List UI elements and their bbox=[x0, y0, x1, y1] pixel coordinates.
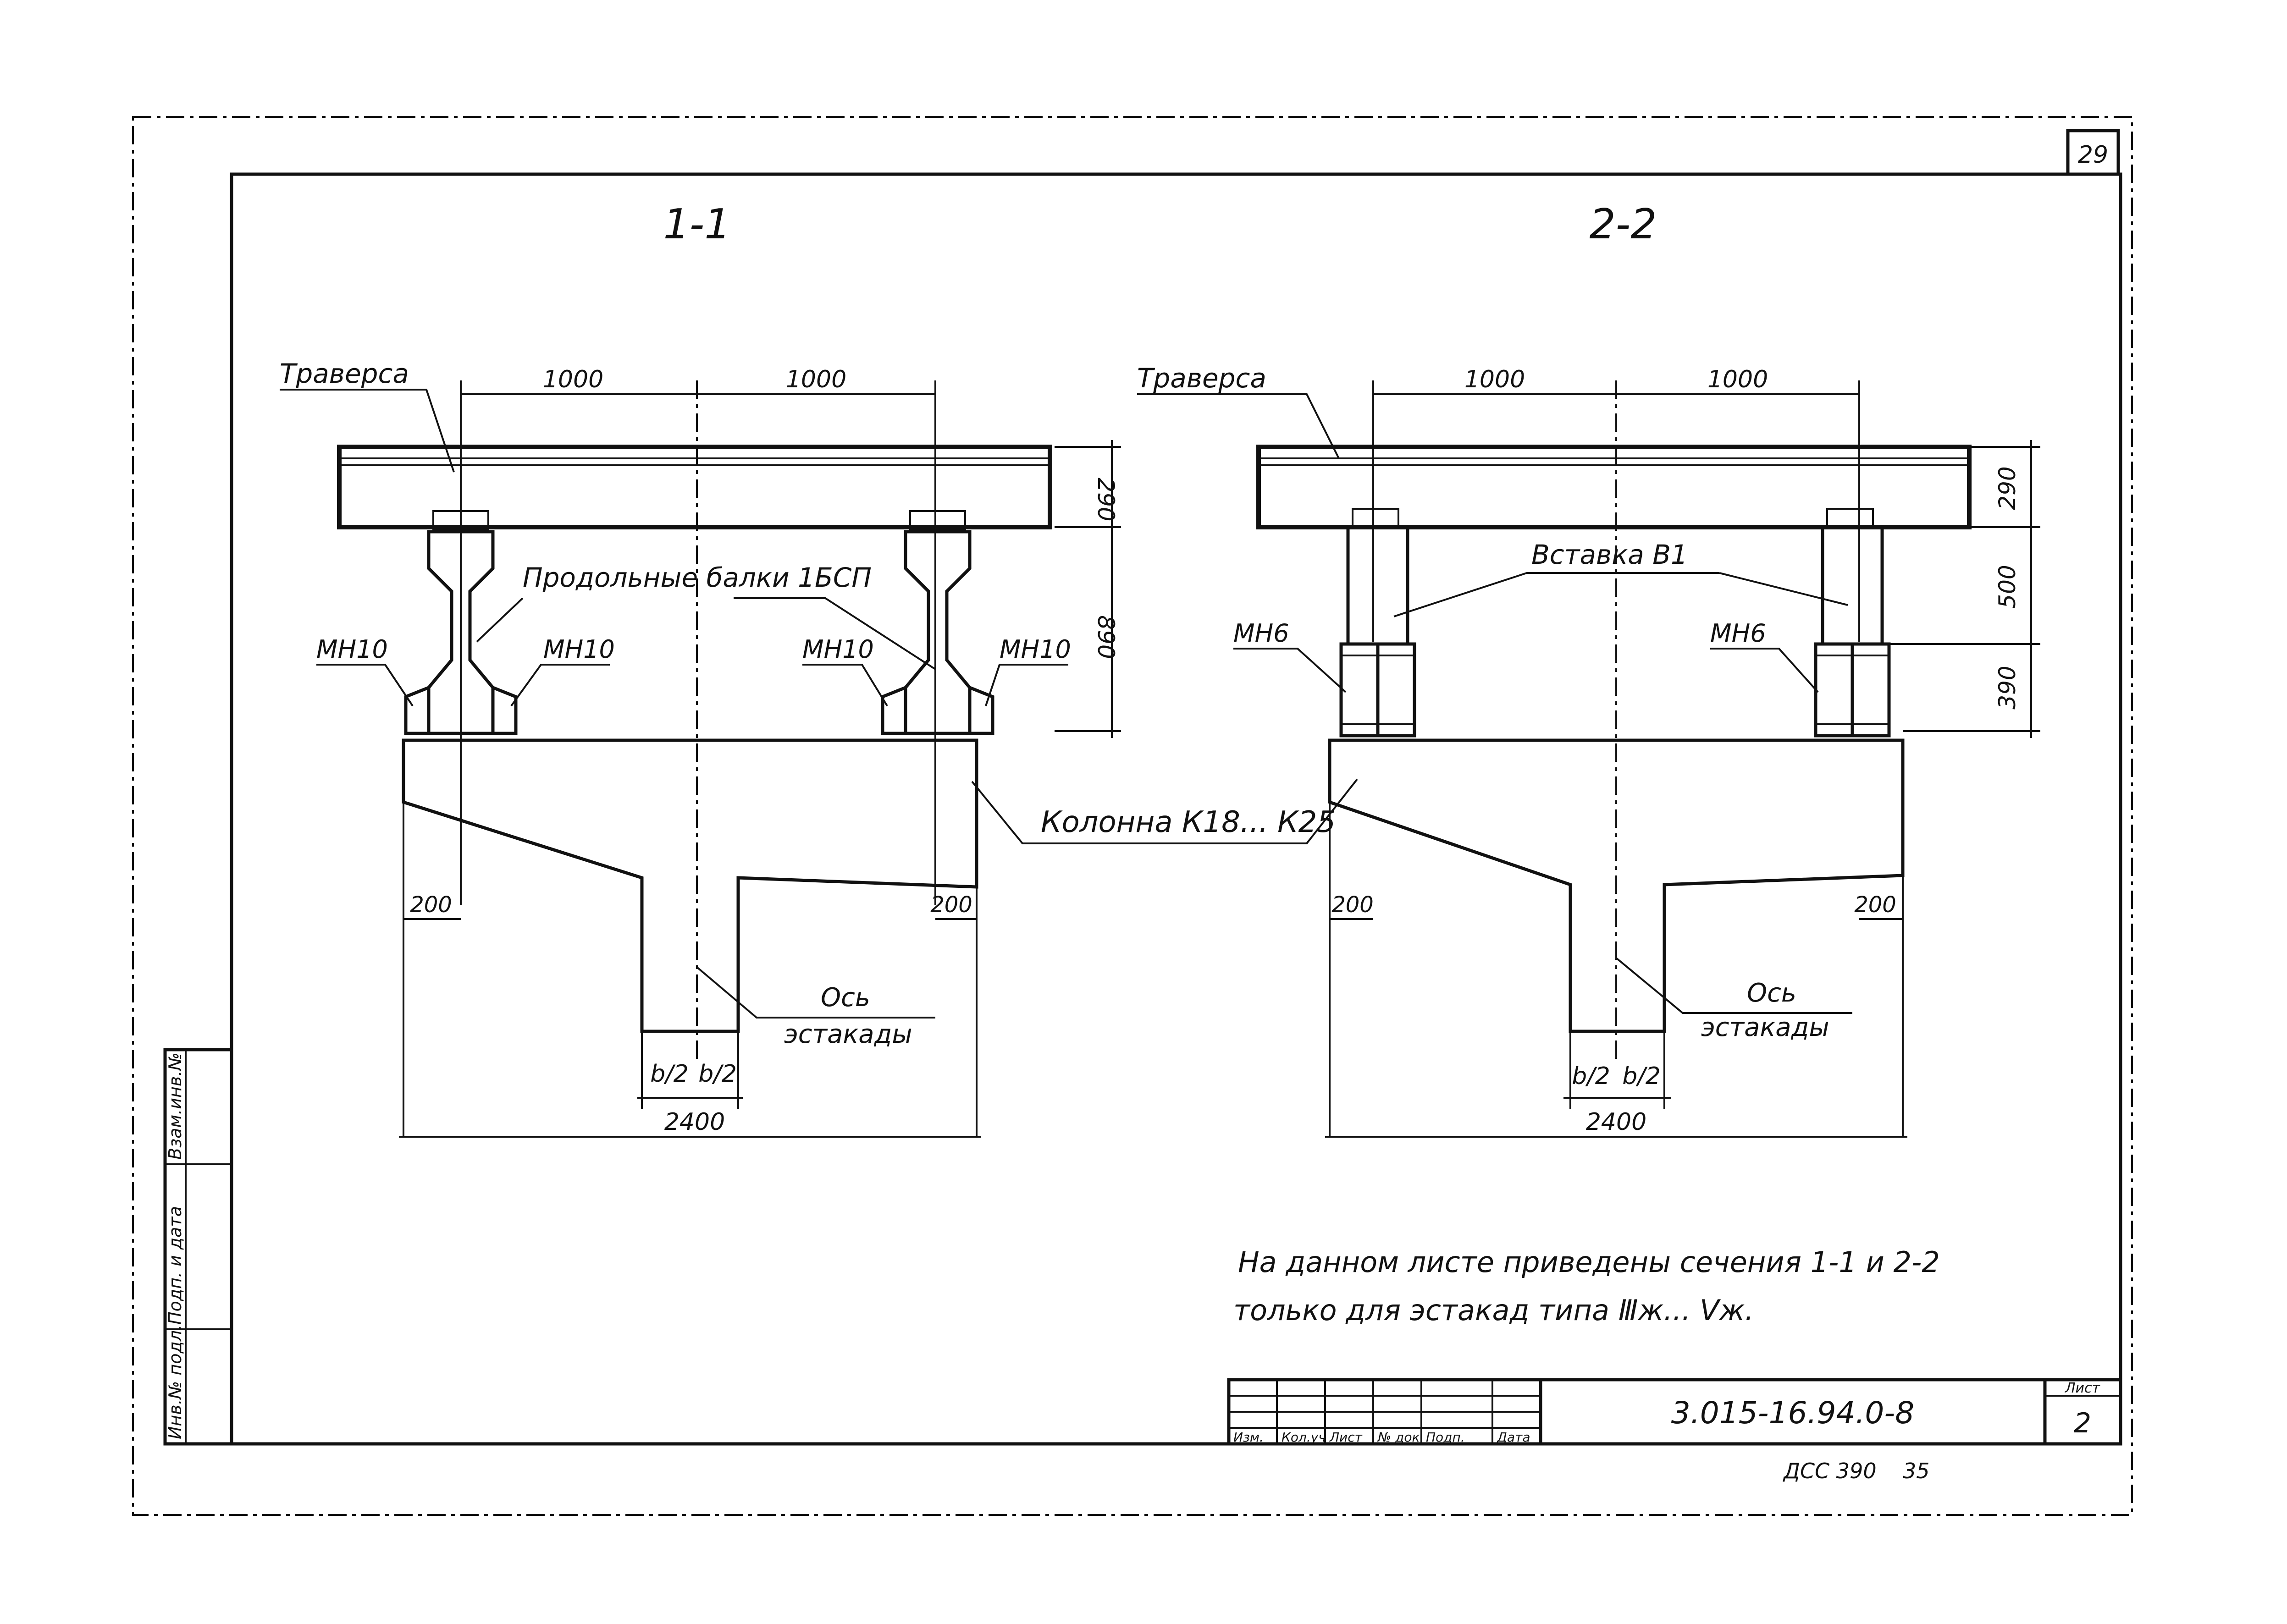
section-1-dim-890: 890 bbox=[1093, 615, 1119, 659]
section-2-traverse-label: Траверса bbox=[1137, 363, 1266, 394]
section-1-beam-right bbox=[881, 510, 994, 735]
side-stamp: Инв.№ подл. Подп. и дата Взам.инв.№ bbox=[163, 1048, 233, 1446]
section-1-traverse bbox=[337, 445, 1052, 529]
section-1-dim-200-right: 200 bbox=[930, 892, 972, 918]
sheet-label: Лист bbox=[2065, 1380, 2101, 1396]
section-1-axis-label-1: Ось bbox=[821, 983, 870, 1013]
section-1-beam-left bbox=[404, 510, 518, 735]
side-stamp-field-2: Подп. и дата bbox=[165, 1206, 185, 1325]
title-col-3: Лист bbox=[1329, 1430, 1363, 1445]
side-stamp-field-3: Взам.инв.№ bbox=[165, 1052, 185, 1160]
section-2-dim-left: 1000 bbox=[1464, 366, 1525, 393]
corner-page-number: 29 bbox=[2078, 141, 2108, 169]
section-1-mh-2: МН10 bbox=[543, 635, 615, 664]
column-label: Колонна К18... К25 bbox=[1041, 805, 1336, 839]
sheet-number: 2 bbox=[2074, 1407, 2091, 1439]
section-2-insert-right bbox=[1814, 508, 1891, 738]
archive-stamp-2: 35 bbox=[1903, 1459, 1930, 1483]
section-1-dim-right: 1000 bbox=[786, 366, 846, 393]
section-2-axis-label-2: эстакады bbox=[1701, 1013, 1829, 1042]
section-1-mh-1: МН10 bbox=[316, 635, 388, 664]
note-line-2: только для эстакад типа Ⅲж... Ⅴж. bbox=[1233, 1294, 1754, 1327]
title-col-2: Кол.уч bbox=[1282, 1430, 1326, 1445]
section-2-insert-label: Вставка В1 bbox=[1531, 539, 1688, 570]
side-stamp-field-1: Инв.№ подл. bbox=[165, 1325, 185, 1439]
section-1-column bbox=[402, 738, 978, 1033]
section-1-dim-200-left: 200 bbox=[410, 892, 452, 918]
section-2-axis-label-1: Ось bbox=[1747, 978, 1796, 1008]
section-1-axis-label-2: эстакады bbox=[784, 1019, 912, 1049]
title-col-4: № док bbox=[1377, 1430, 1420, 1445]
section-2-traverse bbox=[1256, 445, 1972, 529]
section-2-b2-right: b/2 bbox=[1622, 1062, 1661, 1090]
section-1-1: 1-1 Траверса 1000 1000 290 890 bbox=[280, 200, 1121, 1138]
section-2-b2-left: b/2 bbox=[1572, 1062, 1610, 1090]
section-1-traverse-label: Траверса bbox=[280, 358, 409, 389]
section-1-dim-290: 290 bbox=[1093, 478, 1119, 521]
title-col-1: Изм. bbox=[1233, 1430, 1264, 1445]
section-2-dim-500: 500 bbox=[1994, 565, 2021, 608]
section-1-dim-left: 1000 bbox=[543, 366, 603, 393]
section-2-mh-right: МН6 bbox=[1710, 619, 1766, 648]
title-col-5: Подп. bbox=[1426, 1430, 1465, 1445]
corner-number-box bbox=[2066, 129, 2120, 176]
section-2-dim-right: 1000 bbox=[1707, 366, 1768, 393]
section-2-2: 2-2 Траверса 1000 1000 290 500 390 bbox=[1137, 200, 2040, 1138]
section-1-mh-3: МН10 bbox=[802, 635, 874, 664]
column-label-leader-left bbox=[971, 778, 1358, 844]
section-2-dim-200-left: 200 bbox=[1331, 892, 1374, 918]
archive-stamp: ДСС 390 bbox=[1783, 1459, 1877, 1483]
section-2-dim-total: 2400 bbox=[1586, 1108, 1646, 1136]
section-1-b2-left: b/2 bbox=[650, 1060, 689, 1088]
section-1-dim-total: 2400 bbox=[664, 1108, 725, 1136]
title-col-6: Дата bbox=[1496, 1430, 1530, 1445]
section-1-title: 1-1 bbox=[663, 200, 731, 248]
section-2-mh-left: МН6 bbox=[1233, 619, 1289, 648]
section-2-dim-390: 390 bbox=[1994, 666, 2021, 709]
section-2-dim-290: 290 bbox=[1994, 466, 2021, 510]
outer-trim-border bbox=[132, 116, 2133, 1516]
section-2-insert-left bbox=[1339, 508, 1416, 738]
note-line-1: На данном листе приведены сечения 1-1 и … bbox=[1238, 1245, 1940, 1279]
section-1-b2-right: b/2 bbox=[698, 1060, 737, 1088]
title-block: Изм. Кол.уч Лист № док Подп. Дата 3.015-… bbox=[1227, 1378, 2122, 1446]
section-1-mh-4: МН10 bbox=[1000, 635, 1071, 664]
doc-code: 3.015-16.94.0-8 bbox=[1671, 1395, 1914, 1431]
section-1-beams-label: Продольные балки 1БСП bbox=[523, 562, 872, 593]
section-2-dim-200-right: 200 bbox=[1854, 892, 1896, 918]
section-2-title: 2-2 bbox=[1590, 200, 1657, 248]
drawing-frame bbox=[230, 172, 2122, 1446]
